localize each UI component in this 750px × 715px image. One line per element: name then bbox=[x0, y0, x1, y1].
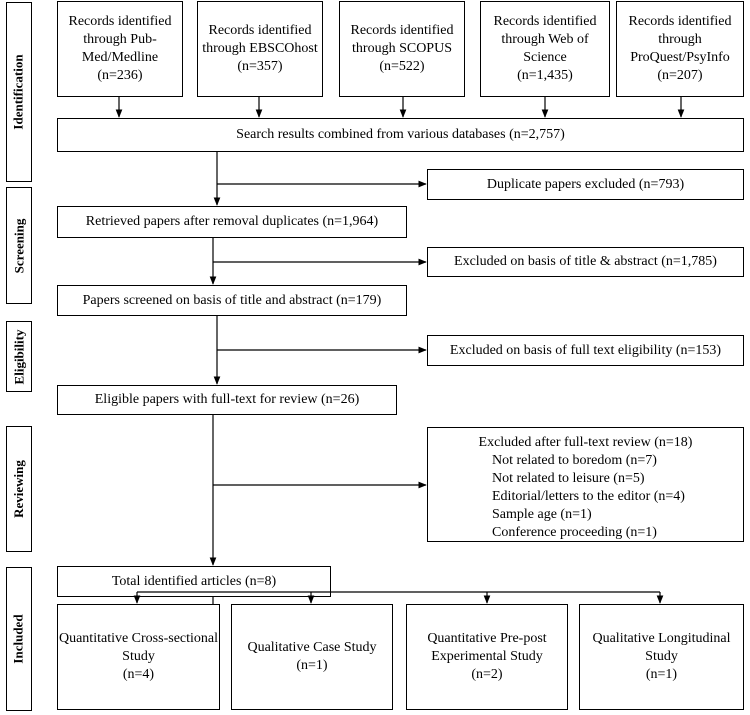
outcome-label: Qualitative Case Study bbox=[247, 640, 377, 655]
stage-reviewing-label: Reviewing bbox=[11, 460, 26, 518]
review-exclusions-title: Excluded after full-text review (n=18) bbox=[478, 435, 693, 450]
eligible-text: Eligible papers with full-text for revie… bbox=[94, 392, 360, 407]
duplicates-excluded-box: Duplicate papers excluded (n=793) bbox=[427, 169, 744, 200]
source-box: Records identified through Pub-Med/Medli… bbox=[57, 1, 183, 97]
screened-text: Papers screened on basis of title and ab… bbox=[82, 292, 382, 308]
outcome-box: Quantitative Pre-post Experimental Study… bbox=[406, 604, 568, 710]
excluded-fulltext-text: Excluded on basis of full text eligibili… bbox=[449, 342, 722, 358]
eligible-box: Eligible papers with full-text for revie… bbox=[57, 385, 397, 415]
excluded-title-abstract-text: Excluded on basis of title & abstract (n… bbox=[454, 254, 717, 269]
source-label: Records identified through SCOPUS bbox=[350, 23, 454, 56]
stage-included-label: Included bbox=[11, 614, 27, 664]
source-count: (n=207) bbox=[657, 68, 703, 83]
stage-eligibility-label: Eligibility bbox=[11, 329, 26, 384]
source-count: (n=522) bbox=[379, 59, 425, 74]
review-exclusion-item: Not related to leisure (n=5) bbox=[492, 471, 645, 486]
outcome-label: Quantitative Cross-sectional Study bbox=[58, 631, 219, 664]
stage-reviewing: Reviewing bbox=[6, 426, 32, 552]
stage-identification: Identification bbox=[6, 2, 32, 182]
outcome-box: Qualitative Case Study (n=1) bbox=[231, 604, 393, 710]
review-exclusion-item: Not related to boredom (n=7) bbox=[492, 453, 657, 468]
stage-screening-label: Screening bbox=[11, 218, 26, 273]
outcome-count: (n=1) bbox=[296, 658, 328, 673]
stage-eligibility: Eligibility bbox=[6, 321, 32, 392]
stage-included: Included bbox=[6, 567, 32, 711]
source-box: Records identified through SCOPUS (n=522) bbox=[339, 1, 465, 97]
source-count: (n=357) bbox=[237, 59, 283, 74]
total-box: Total identified articles (n=8) bbox=[57, 566, 331, 597]
source-box: Records identified through ProQuest/PsyI… bbox=[616, 1, 744, 97]
outcome-label: Qualitative Longitudinal Study bbox=[592, 631, 731, 664]
outcome-count: (n=1) bbox=[645, 667, 678, 682]
outcome-label: Quantitative Pre-post Experimental Study bbox=[427, 631, 547, 664]
source-count: (n=1,435) bbox=[517, 68, 573, 83]
review-exclusion-item: Editorial/letters to the editor (n=4) bbox=[492, 489, 685, 504]
stage-screening: Screening bbox=[6, 187, 32, 304]
source-label: Records identified through Pub-Med/Medli… bbox=[68, 14, 172, 65]
outcome-count: (n=2) bbox=[471, 667, 503, 682]
retrieved-text: Retrieved papers after removal duplicate… bbox=[85, 214, 379, 229]
retrieved-box: Retrieved papers after removal duplicate… bbox=[57, 206, 407, 238]
combined-box: Search results combined from various dat… bbox=[57, 118, 744, 152]
outcome-box: Qualitative Longitudinal Study (n=1) bbox=[579, 604, 744, 710]
screened-box: Papers screened on basis of title and ab… bbox=[57, 285, 407, 316]
excluded-fulltext-box: Excluded on basis of full text eligibili… bbox=[427, 335, 744, 366]
stage-identification-label: Identification bbox=[11, 54, 26, 130]
source-label: Records identified through Web of Scienc… bbox=[493, 14, 597, 65]
total-text: Total identified articles (n=8) bbox=[111, 573, 277, 589]
duplicates-excluded-text: Duplicate papers excluded (n=793) bbox=[486, 176, 685, 192]
excluded-title-abstract-box: Excluded on basis of title & abstract (n… bbox=[427, 247, 744, 277]
outcome-box: Quantitative Cross-sectional Study (n=4) bbox=[57, 604, 220, 710]
source-box: Records identified through EBSCOhost (n=3… bbox=[197, 1, 323, 97]
review-exclusion-item: Conference proceeding (n=1) bbox=[492, 525, 657, 540]
source-count: (n=236) bbox=[97, 68, 143, 83]
source-label: Records identified through ProQuest/PsyI… bbox=[628, 14, 732, 65]
outcome-count: (n=4) bbox=[122, 667, 155, 682]
source-box: Records identified through Web of Scienc… bbox=[480, 1, 610, 97]
combined-text: Search results combined from various dat… bbox=[236, 127, 565, 142]
review-exclusions-box: Excluded after full-text review (n=18) N… bbox=[427, 427, 744, 542]
source-label: Records identified through EBSCOhost bbox=[202, 23, 318, 56]
review-exclusion-item: Sample age (n=1) bbox=[492, 507, 592, 522]
